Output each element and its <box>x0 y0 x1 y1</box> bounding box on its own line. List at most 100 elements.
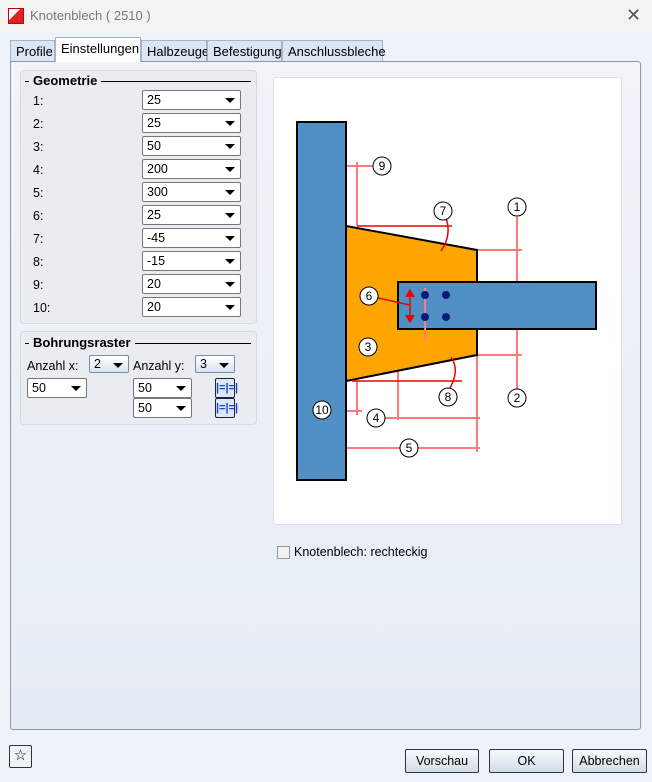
favorite-button[interactable]: ☆ <box>9 745 32 768</box>
dimension-label: 2 <box>514 391 521 405</box>
chevron-down-icon <box>225 121 235 126</box>
dimension-label-circle <box>366 408 386 428</box>
geometry-label: 2: <box>33 117 44 131</box>
tab-halbzeuge[interactable]: Halbzeuge <box>141 40 209 61</box>
geometry-value: -45 <box>147 231 166 245</box>
chevron-down-icon <box>225 167 235 172</box>
geometry-label: 6: <box>33 209 44 223</box>
dimension-label-circle <box>358 337 378 357</box>
title-bar <box>0 0 652 32</box>
preview-button[interactable]: Vorschau <box>405 749 479 773</box>
geometry-value-select[interactable]: 20 <box>142 274 241 294</box>
dimension-label: 7 <box>440 204 447 218</box>
geometry-value: 25 <box>147 208 161 222</box>
geometry-value-select[interactable]: 300 <box>142 182 241 202</box>
geometry-value-select[interactable]: 25 <box>142 205 241 225</box>
chevron-down-icon <box>225 98 235 103</box>
tab-profile[interactable]: Profile <box>10 40 55 61</box>
chevron-down-icon <box>113 363 123 368</box>
equal-spacing-button[interactable]: |=|=| <box>215 398 238 418</box>
group-line <box>25 81 251 82</box>
dimension-label: 10 <box>315 403 329 417</box>
geometry-value: 300 <box>147 185 168 199</box>
bolts <box>421 291 450 321</box>
anzahl-x-label: Anzahl x: <box>27 359 79 373</box>
rechteckig-checkbox[interactable] <box>277 546 290 559</box>
chevron-down-icon <box>225 144 235 149</box>
window-title: Knotenblech ( 2510 ) <box>30 8 151 23</box>
geometry-value-select[interactable]: 200 <box>142 159 241 179</box>
dimension-label-circle <box>399 438 419 458</box>
star-icon: ☆ <box>13 747 28 764</box>
x-spacing-select[interactable]: 50 <box>27 378 87 398</box>
geometry-label: 4: <box>33 163 44 177</box>
geometry-value: 200 <box>147 162 168 176</box>
anzahl-x-value: 2 <box>94 357 101 371</box>
geometry-value-select[interactable]: 50 <box>142 136 241 156</box>
geometry-label: 9: <box>33 278 44 292</box>
beam-profile <box>397 281 597 330</box>
chevron-down-icon <box>225 190 235 195</box>
chevron-down-icon <box>71 386 81 391</box>
y-spacing-select-2[interactable]: 50 <box>133 398 192 418</box>
tab-befestigung[interactable]: Befestigung <box>207 40 282 61</box>
close-button[interactable]: ✕ <box>626 5 642 25</box>
geometry-label: 5: <box>33 186 44 200</box>
y-spacing-value: 50 <box>138 381 152 395</box>
geometry-value-select[interactable]: -15 <box>142 251 241 271</box>
cancel-button[interactable]: Abbrechen <box>572 749 647 773</box>
bohrungsraster-title: Bohrungsraster <box>29 335 135 350</box>
anzahl-x-select[interactable]: 2 <box>89 355 129 373</box>
y-spacing-value: 50 <box>138 401 152 415</box>
chevron-down-icon <box>225 282 235 287</box>
geometry-value: 50 <box>147 139 161 153</box>
dimension-label-circle <box>438 387 458 407</box>
geometry-value: 20 <box>147 277 161 291</box>
chevron-down-icon <box>225 305 235 310</box>
dimension-label-circle <box>507 197 527 217</box>
anzahl-y-select[interactable]: 3 <box>195 355 235 373</box>
dimension-label: 3 <box>365 340 372 354</box>
anzahl-y-label: Anzahl y: <box>133 359 185 373</box>
tab-einstellungen[interactable]: Einstellungen <box>55 37 141 62</box>
chevron-down-icon <box>225 259 235 264</box>
geometry-label: 7: <box>33 232 44 246</box>
chevron-down-icon <box>225 213 235 218</box>
tab-anschlussbleche[interactable]: Anschlussbleche <box>282 40 386 61</box>
geometry-value: 25 <box>147 116 161 130</box>
geometry-value-select[interactable]: 25 <box>142 113 241 133</box>
dimension-label: 5 <box>406 441 413 455</box>
geometry-value: 25 <box>147 93 161 107</box>
chevron-down-icon <box>225 236 235 241</box>
dimension-label-circle <box>433 201 453 221</box>
equal-spacing-button[interactable]: |=|=| <box>215 378 238 398</box>
ok-button[interactable]: OK <box>489 749 564 773</box>
chevron-down-icon <box>176 386 186 391</box>
geometry-label: 1: <box>33 94 44 108</box>
geometry-label: 3: <box>33 140 44 154</box>
dimension-label: 1 <box>514 200 521 214</box>
geometrie-title: Geometrie <box>29 73 102 88</box>
chevron-down-icon <box>176 406 186 411</box>
dimension-label-circle <box>372 156 392 176</box>
geometry-value: -15 <box>147 254 166 268</box>
group-line <box>25 343 251 344</box>
geometry-value-select[interactable]: 20 <box>142 297 241 317</box>
angle-marks <box>352 217 462 389</box>
geometry-value: 20 <box>147 300 161 314</box>
dimension-label: 6 <box>366 289 373 303</box>
geometry-value-select[interactable]: 25 <box>142 90 241 110</box>
app-icon <box>8 8 24 24</box>
geometry-label: 8: <box>33 255 44 269</box>
chevron-down-icon <box>219 363 229 368</box>
dimension-label: 4 <box>373 411 380 425</box>
anzahl-y-value: 3 <box>200 357 207 371</box>
dimension-label: 9 <box>379 159 386 173</box>
dimension-label: 8 <box>445 390 452 404</box>
rechteckig-label[interactable]: Knotenblech: rechteckig <box>294 545 428 559</box>
dimension-label-circle <box>359 286 379 306</box>
geometry-value-select[interactable]: -45 <box>142 228 241 248</box>
y-spacing-select-1[interactable]: 50 <box>133 378 192 398</box>
dimension-label-circle <box>312 400 332 420</box>
